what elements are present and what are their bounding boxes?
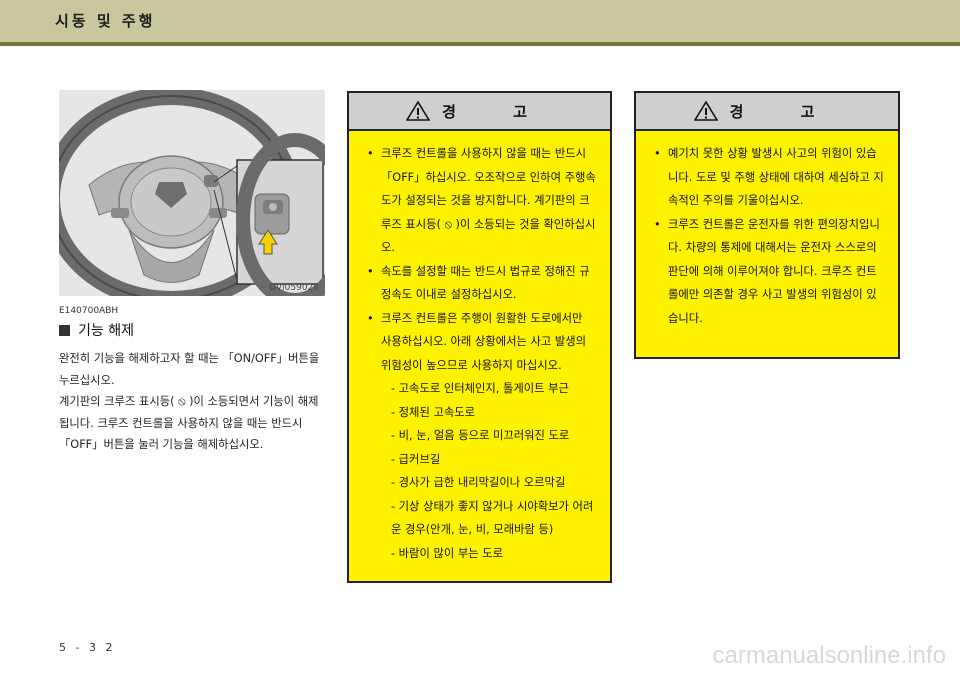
warning-subitem: - 고속도로 인터체인지, 톨게이트 부근 [391,382,569,395]
warning-item: 크루즈 컨트롤은 주행이 원활한 도로에서만 사용하십시오. 아래 상황에서는 … [367,307,596,566]
warning-subitem: - 정체된 고속도로 [391,405,476,419]
warning-title-2: 경 고 [729,102,841,121]
warning-item: 예기치 못한 상황 발생시 사고의 위험이 있습니다. 도로 및 주행 상태에 … [654,142,884,213]
warning-subitem: - 바람이 많이 부는 도로 [391,546,503,560]
warning-subitem: - 경사가 급한 내리막길이나 오르막길 [391,476,566,489]
warning-list-1: 크루즈 컨트롤을 사용하지 않을 때는 반드시 「OFF」하십시오. 오조작으로… [349,131,610,565]
warning-item: 크루즈 컨트롤은 운전자를 위한 편의장치입니다. 차량의 통제에 대해서는 운… [654,213,884,331]
warning-triangle-icon [693,101,718,121]
warning-header-1: 경 고 [349,93,610,131]
body-paragraph-1: 완전히 기능을 해제하고자 할 때는 「ON/OFF」버튼을 누르십시오. [59,352,320,387]
steering-wheel-illustration: OVI059028 [59,90,325,296]
warning-subitem: - 급커브길 [391,452,441,466]
body-paragraph-2: 계기판의 크루즈 표시등( ⦸ )이 소등되면서 기능이 해제됩니다. 크루즈 … [59,395,319,451]
warning-box-2: 경 고 예기치 못한 상황 발생시 사고의 위험이 있습니다. 도로 및 주행 … [634,91,900,359]
warning-header-2: 경 고 [636,93,898,131]
warning-list-2: 예기치 못한 상황 발생시 사고의 위험이 있습니다. 도로 및 주행 상태에 … [636,131,898,330]
warning-item: 크루즈 컨트롤을 사용하지 않을 때는 반드시 「OFF」하십시오. 오조작으로… [367,142,596,260]
page-number: 5 - 3 2 [59,641,116,654]
warning-title-1: 경 고 [442,102,553,121]
warning-subitem: - 비, 눈, 얼음 등으로 미끄러워진 도로 [391,429,570,442]
warning-item-text: 크루즈 컨트롤은 주행이 원활한 도로에서만 사용하십시오. 아래 상황에서는 … [381,311,587,372]
square-bullet-icon [59,324,70,336]
warning-box-1: 경 고 크루즈 컨트롤을 사용하지 않을 때는 반드시 「OFF」하십시오. 오… [347,91,612,583]
warning-subitem: - 기상 상태가 좋지 않거나 시야확보가 어려운 경우(안개, 눈, 비, 모… [391,499,594,537]
steering-wheel-icon [59,90,325,296]
section-code: E140700ABH [59,306,119,316]
header-title: 시동 및 주행 [55,12,156,30]
section-heading: 기능 해제 [59,320,134,340]
page-header: 시동 및 주행 [0,0,960,42]
warning-triangle-icon [406,101,431,121]
warning-sublist: - 고속도로 인터체인지, 톨게이트 부근 - 정체된 고속도로 - 비, 눈,… [381,377,596,565]
warning-item: 속도를 설정할 때는 반드시 법규로 정해진 규정속도 이내로 설정하십시오. [367,260,596,307]
figure-code: OVI059028 [268,283,319,293]
watermark: carmanualsonline.info [712,642,946,669]
section-heading-text: 기능 해제 [78,323,134,339]
header-rule [0,42,960,46]
